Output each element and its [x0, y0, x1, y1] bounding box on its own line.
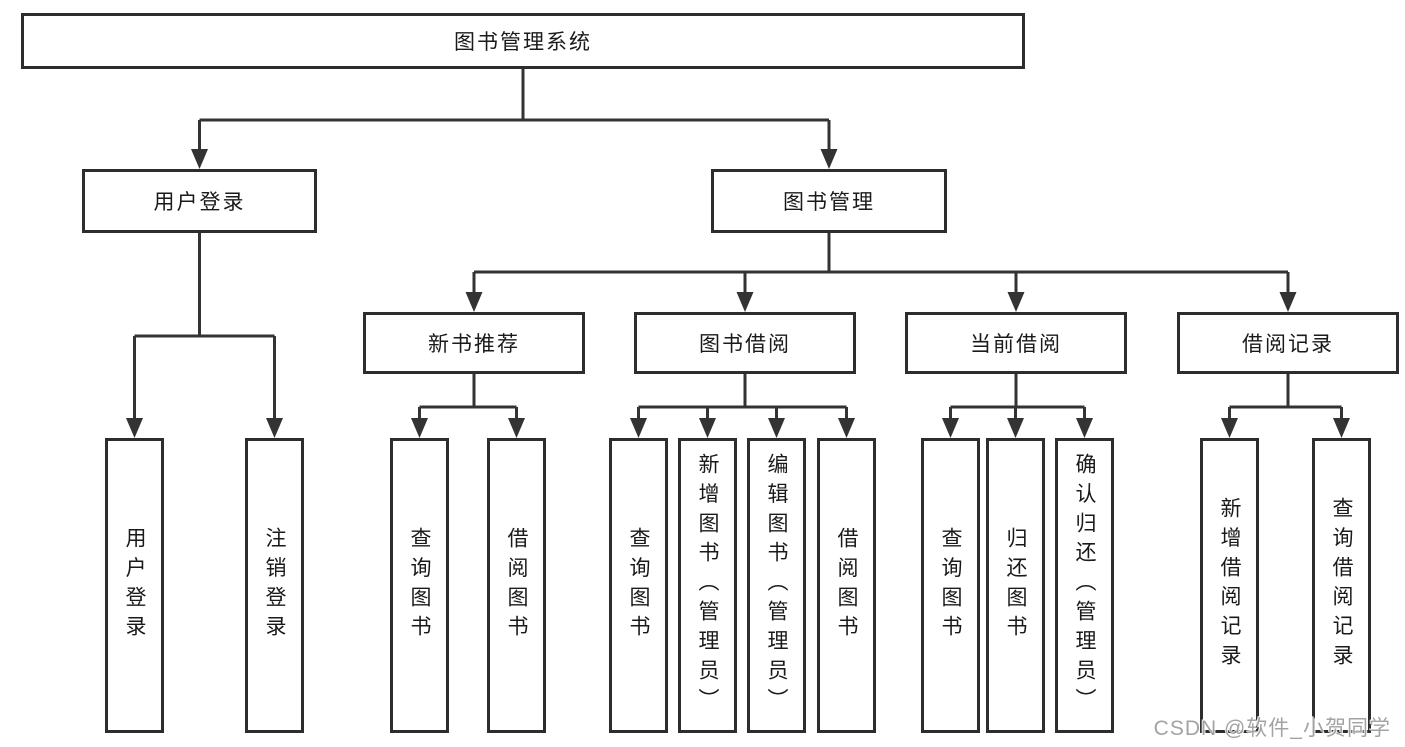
arrow-down-icon — [768, 418, 785, 438]
leaf-user-login: 用户登录 — [105, 438, 164, 733]
edge-new-book-recommend-to-leaves — [411, 374, 525, 438]
node-system-root: 图书管理系统 — [21, 13, 1025, 69]
arrow-down-icon — [630, 418, 647, 438]
leaf-records-add-record-label: 新增借阅记录 — [1218, 497, 1241, 674]
node-book-borrow: 图书借阅 — [634, 312, 856, 374]
leaf-current-return-book-label: 归还图书 — [1004, 526, 1027, 645]
arrow-down-icon — [820, 149, 838, 169]
arrow-down-icon — [465, 292, 483, 312]
arrow-down-icon — [838, 418, 855, 438]
leaf-borrow-add-book-admin-label: 新增图书（管理员） — [696, 453, 719, 718]
node-current-borrow: 当前借阅 — [905, 312, 1127, 374]
edge-user-login-to-leaves — [126, 233, 283, 438]
node-current-borrow-label: 当前借阅 — [970, 333, 1062, 356]
arrow-down-icon — [1279, 292, 1297, 312]
leaf-records-query-record-label: 查询借阅记录 — [1330, 497, 1353, 674]
leaf-recommend-borrow-book-label: 借阅图书 — [505, 526, 528, 645]
leaf-current-query-book-label: 查询图书 — [939, 526, 962, 645]
arrow-down-icon — [1333, 418, 1350, 438]
edge-root-to-level2 — [191, 69, 838, 169]
leaf-current-confirm-return-admin-label: 确认归还（管理员） — [1073, 453, 1096, 718]
leaf-borrow-edit-book-admin: 编辑图书（管理员） — [747, 438, 806, 733]
leaf-current-query-book: 查询图书 — [921, 438, 980, 733]
arrow-down-icon — [411, 418, 428, 438]
node-borrow-records-label: 借阅记录 — [1242, 333, 1334, 356]
leaf-records-add-record: 新增借阅记录 — [1200, 438, 1259, 733]
arrow-down-icon — [1007, 292, 1025, 312]
node-user-login-label: 用户登录 — [153, 191, 246, 214]
leaf-user-login-label: 用户登录 — [123, 526, 146, 645]
node-system-root-label: 图书管理系统 — [454, 31, 592, 54]
node-new-book-recommend: 新书推荐 — [363, 312, 585, 374]
leaf-recommend-query-book-label: 查询图书 — [408, 526, 431, 645]
arrow-down-icon — [1007, 418, 1024, 438]
leaf-logout-label: 注销登录 — [263, 526, 286, 645]
arrow-down-icon — [191, 149, 208, 169]
leaf-borrow-add-book-admin: 新增图书（管理员） — [678, 438, 737, 733]
leaf-recommend-query-book: 查询图书 — [390, 438, 449, 733]
leaf-borrow-borrow-book-label: 借阅图书 — [835, 526, 858, 645]
leaf-borrow-query-book: 查询图书 — [609, 438, 668, 733]
edge-book-management-to-level3 — [465, 233, 1297, 312]
node-book-management: 图书管理 — [711, 169, 947, 233]
csdn-watermark: CSDN @软件_小贺同学 — [1153, 717, 1391, 740]
leaf-borrow-borrow-book: 借阅图书 — [817, 438, 876, 733]
leaf-current-confirm-return-admin: 确认归还（管理员） — [1055, 438, 1114, 733]
leaf-logout: 注销登录 — [245, 438, 304, 733]
arrow-down-icon — [942, 418, 959, 438]
leaf-borrow-query-book-label: 查询图书 — [627, 526, 650, 645]
arrow-down-icon — [736, 292, 754, 312]
node-book-management-label: 图书管理 — [783, 191, 875, 214]
leaf-records-query-record: 查询借阅记录 — [1312, 438, 1371, 733]
edge-current-borrow-to-leaves — [942, 374, 1093, 438]
arrow-down-icon — [508, 418, 525, 438]
node-new-book-recommend-label: 新书推荐 — [428, 333, 520, 356]
node-book-borrow-label: 图书借阅 — [699, 333, 791, 356]
arrow-down-icon — [1076, 418, 1093, 438]
node-borrow-records: 借阅记录 — [1177, 312, 1399, 374]
arrow-down-icon — [1221, 418, 1238, 438]
arrow-down-icon — [699, 418, 716, 438]
edge-book-borrow-to-leaves — [630, 374, 855, 438]
edge-borrow-records-to-leaves — [1221, 374, 1350, 438]
arrow-down-icon — [266, 418, 283, 438]
leaf-borrow-edit-book-admin-label: 编辑图书（管理员） — [765, 453, 788, 718]
leaf-current-return-book: 归还图书 — [986, 438, 1045, 733]
leaf-recommend-borrow-book: 借阅图书 — [487, 438, 546, 733]
node-user-login: 用户登录 — [82, 169, 317, 233]
arrow-down-icon — [126, 418, 143, 438]
